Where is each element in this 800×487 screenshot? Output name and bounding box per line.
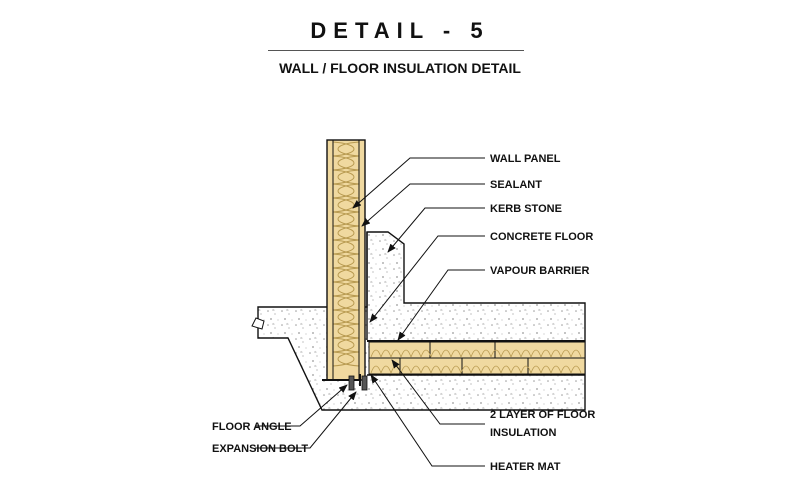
title-underline [268, 50, 524, 51]
label-floor-angle: FLOOR ANGLE [212, 421, 292, 433]
label-vapour-barrier: VAPOUR BARRIER [490, 265, 589, 277]
label-concrete-floor: CONCRETE FLOOR [490, 231, 593, 243]
label-floor-insulation-line1: 2 LAYER OF FLOOR [490, 409, 595, 421]
leader-floor-angle [255, 384, 348, 427]
floor-insulation [368, 341, 586, 375]
detail-subtitle: WALL / FLOOR INSULATION DETAIL [279, 60, 521, 76]
label-heater-mat: HEATER MAT [490, 461, 561, 473]
leader-heater-mat [370, 374, 485, 467]
label-wall-panel: WALL PANEL [490, 153, 561, 165]
leader-wall-panel [352, 157, 485, 209]
concrete-slab [257, 231, 586, 411]
leader-vapour-barrier [397, 269, 485, 341]
leader-concrete-floor [369, 235, 485, 323]
detail-title: DETAIL - 5 [310, 18, 490, 43]
label-kerb-stone: KERB STONE [490, 203, 562, 215]
label-floor-insulation-line2: INSULATION [490, 427, 556, 439]
leader-expansion-bolt [255, 391, 357, 449]
leader-floor-insulation [391, 359, 485, 425]
label-sealant: SEALANT [490, 179, 542, 191]
expansion-bolt [348, 375, 368, 391]
wall-panel [326, 139, 366, 381]
leader-sealant [361, 183, 485, 227]
leader-kerb-stone [387, 207, 485, 253]
slab-break-line [251, 317, 265, 330]
label-expansion-bolt: EXPANSION BOLT [212, 443, 308, 455]
